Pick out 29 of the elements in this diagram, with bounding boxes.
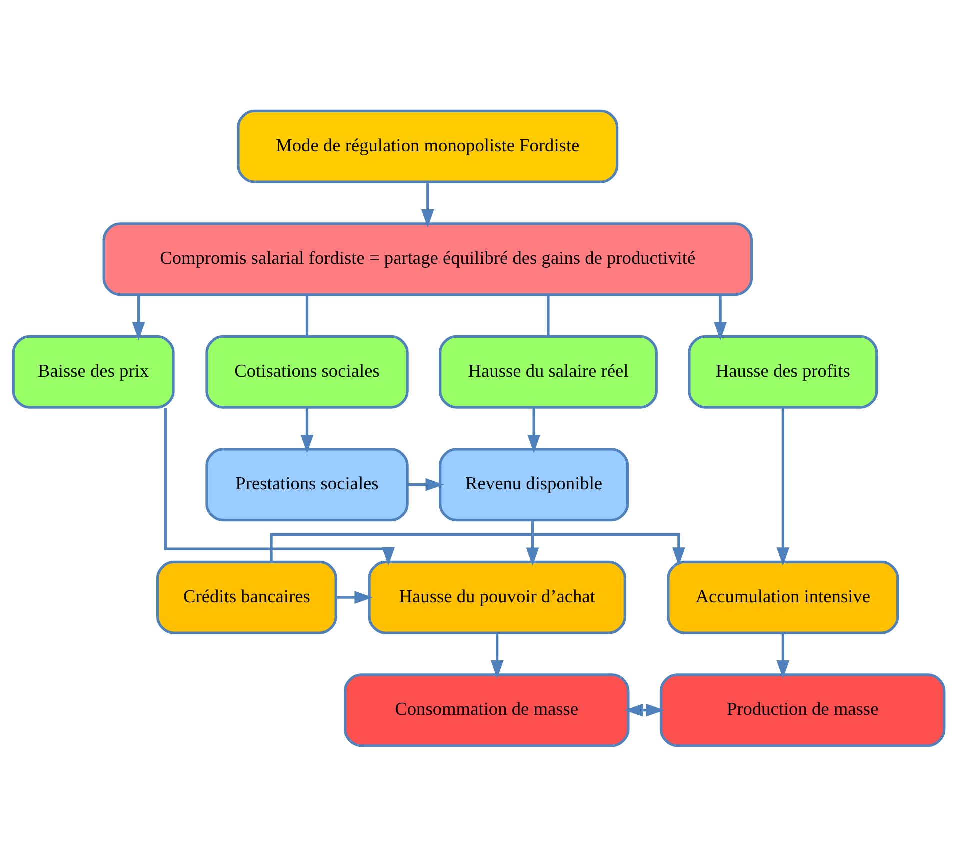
connector bbox=[306, 294, 309, 336]
arrow bbox=[300, 407, 314, 453]
node-box: Mode de régulation monopoliste Fordiste bbox=[237, 109, 619, 183]
connector bbox=[547, 294, 550, 336]
arrow bbox=[714, 294, 727, 340]
arrow bbox=[132, 294, 146, 340]
arrow bbox=[490, 632, 504, 678]
node-box: Hausse des profits bbox=[688, 334, 878, 408]
node-box: Prestations sociales bbox=[206, 448, 409, 522]
arrow bbox=[270, 532, 686, 566]
node-box: Baisse des prix bbox=[12, 334, 175, 408]
node-box: Production de masse bbox=[660, 673, 946, 747]
arrow bbox=[776, 632, 790, 678]
node-box: Hausse du pouvoir d’achat bbox=[368, 560, 626, 634]
node-box: Cotisations sociales bbox=[206, 334, 409, 408]
arrow bbox=[526, 520, 540, 566]
arrow bbox=[624, 703, 665, 716]
arrow bbox=[164, 407, 395, 566]
node-box: Revenu disponible bbox=[439, 448, 630, 522]
node-box: Accumulation intensive bbox=[667, 560, 900, 634]
node-box: Consommation de masse bbox=[344, 673, 630, 747]
arrow bbox=[528, 407, 540, 453]
arrow bbox=[421, 182, 434, 228]
node-box: Hausse du salaire réel bbox=[439, 334, 658, 408]
arrow bbox=[408, 478, 444, 491]
arrow bbox=[336, 590, 374, 604]
node-box: Compromis salarial fordiste = partage équilibré des gains de productivité bbox=[102, 222, 753, 296]
arrow bbox=[776, 407, 790, 566]
node-box: Crédits bancaires bbox=[156, 560, 338, 634]
